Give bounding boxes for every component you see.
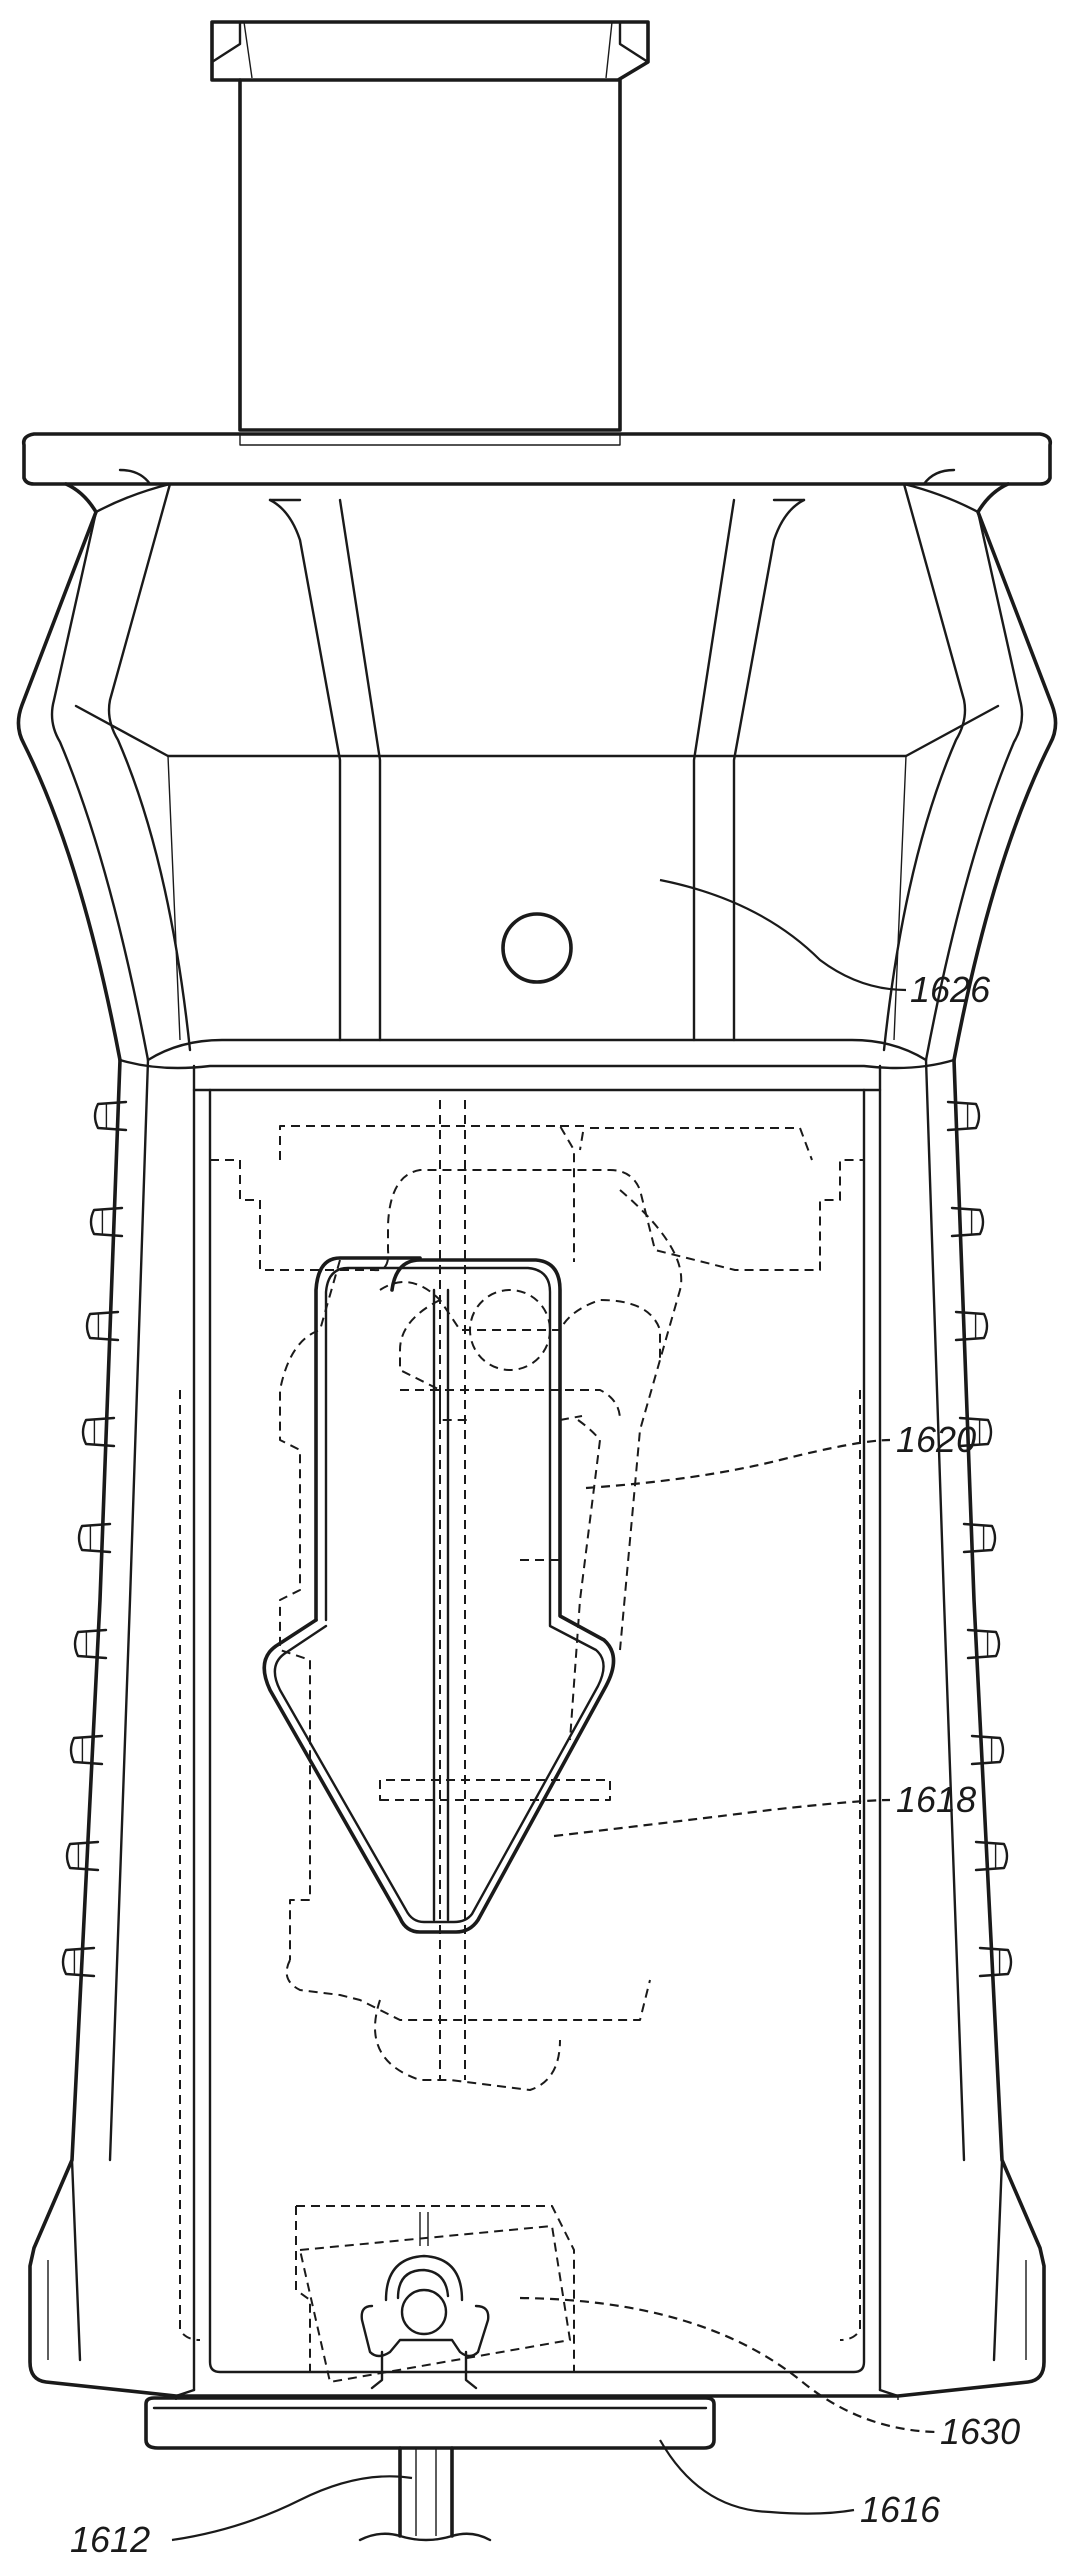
label-1626: 1626 — [910, 969, 991, 1010]
leader-lines — [172, 880, 936, 2540]
right-rib-5 — [964, 1524, 995, 1552]
left-rib-4 — [83, 1418, 114, 1446]
right-rib-3 — [956, 1312, 987, 1340]
upper-body — [18, 470, 1055, 1068]
grip-ribs — [63, 1102, 1011, 1976]
leader-1626 — [660, 880, 906, 990]
bottom-latch — [296, 2206, 574, 2388]
leader-1618 — [554, 1800, 890, 1836]
right-rib-8 — [976, 1842, 1007, 1870]
leader-1630 — [520, 2298, 936, 2432]
left-rib-5 — [79, 1524, 110, 1552]
label-1620: 1620 — [896, 1419, 976, 1460]
right-rib-6 — [968, 1630, 999, 1658]
label-1630: 1630 — [940, 2411, 1020, 2452]
right-rib-9 — [980, 1948, 1011, 1976]
left-rib-2 — [91, 1208, 122, 1236]
left-rib-6 — [75, 1630, 106, 1658]
shoulder-flange — [24, 434, 1051, 484]
left-rib-3 — [87, 1312, 118, 1340]
label-1618: 1618 — [896, 1779, 976, 1820]
right-rib-7 — [972, 1736, 1003, 1764]
leader-1620 — [586, 1440, 890, 1488]
leader-1612 — [172, 2476, 412, 2540]
left-rib-1 — [95, 1102, 126, 1130]
label-1612: 1612 — [70, 2519, 150, 2556]
left-rib-8 — [67, 1842, 98, 1870]
top-cap — [212, 22, 648, 430]
arrow-window — [264, 1258, 613, 1932]
right-rib-1 — [948, 1102, 979, 1130]
left-rib-7 — [71, 1736, 102, 1764]
right-rib-2 — [952, 1208, 983, 1236]
label-1616: 1616 — [860, 2489, 941, 2530]
reference-numerals: 1626 1620 1618 1630 1616 1612 — [70, 969, 1020, 2556]
hidden-internal-parts — [180, 1100, 864, 2340]
base-flange — [146, 2396, 898, 2448]
left-rib-9 — [63, 1948, 94, 1976]
stem — [360, 2448, 490, 2540]
leader-1616 — [660, 2440, 854, 2514]
